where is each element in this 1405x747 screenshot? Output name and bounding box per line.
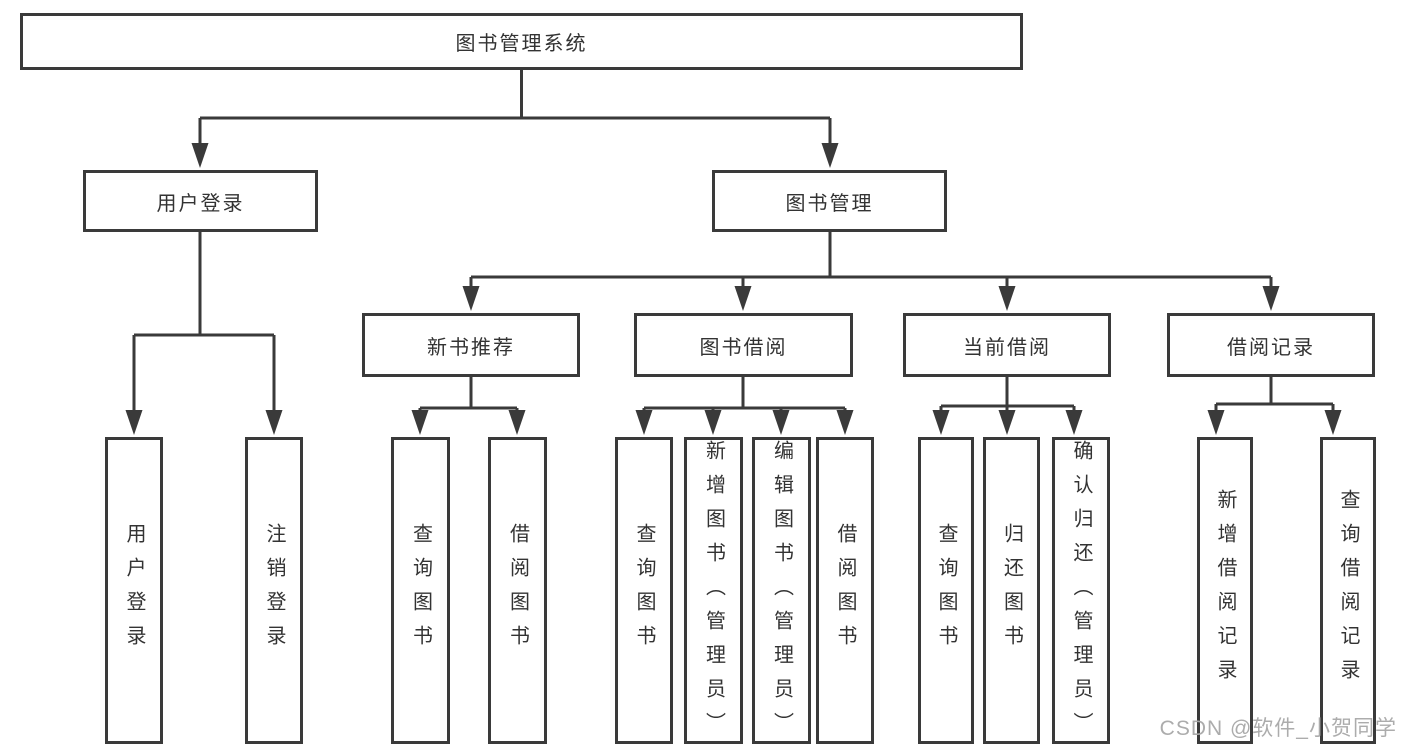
leaf-add-borrow-record: 新增借阅记录 xyxy=(1197,437,1253,744)
leaf-borrow-books-2: 借阅图书 xyxy=(816,437,874,744)
node-book-borrow-label: 图书借阅 xyxy=(699,336,788,359)
node-current-borrow: 当前借阅 xyxy=(903,313,1111,377)
leaf-query-borrow-record: 查询借阅记录 xyxy=(1320,437,1376,744)
leaf-borrow-books-recommend: 借阅图书 xyxy=(488,437,547,744)
node-new-book-recommend: 新书推荐 xyxy=(362,313,580,377)
node-borrow-records-label: 借阅记录 xyxy=(1227,336,1315,359)
leaf-add-book-admin-label: 新增图书（管理员） xyxy=(702,440,725,746)
node-user-login: 用户登录 xyxy=(83,170,318,232)
leaf-query-borrow-record-label: 查询借阅记录 xyxy=(1337,488,1359,693)
leaf-borrow-books-2-label: 借阅图书 xyxy=(834,522,856,659)
leaf-return-book-label: 归还图书 xyxy=(1000,522,1023,659)
leaf-query-books-current-label: 查询图书 xyxy=(935,522,957,659)
leaf-query-books-borrow: 查询图书 xyxy=(615,437,673,744)
leaf-add-borrow-record-label: 新增借阅记录 xyxy=(1214,488,1236,693)
node-book-management: 图书管理 xyxy=(712,170,947,232)
leaf-query-books-current: 查询图书 xyxy=(918,437,974,744)
leaf-edit-book-admin: 编辑图书（管理员） xyxy=(752,437,811,746)
leaf-borrow-books-recommend-label: 借阅图书 xyxy=(506,522,529,659)
leaf-query-books-borrow-label: 查询图书 xyxy=(633,522,655,659)
leaf-add-book-admin: 新增图书（管理员） xyxy=(684,437,743,746)
leaf-edit-book-admin-label: 编辑图书（管理员） xyxy=(770,440,793,746)
node-borrow-records: 借阅记录 xyxy=(1167,313,1375,377)
leaf-query-books-recommend-label: 查询图书 xyxy=(409,522,432,659)
node-current-borrow-label: 当前借阅 xyxy=(963,336,1051,359)
leaf-user-login: 用户登录 xyxy=(105,437,163,744)
node-user-login-label: 用户登录 xyxy=(156,192,245,215)
node-book-management-label: 图书管理 xyxy=(785,192,874,215)
node-root: 图书管理系统 xyxy=(20,13,1023,70)
leaf-logout-label: 注销登录 xyxy=(263,522,285,659)
leaf-query-books-recommend: 查询图书 xyxy=(391,437,450,744)
leaf-logout: 注销登录 xyxy=(245,437,303,744)
leaf-return-book: 归还图书 xyxy=(983,437,1040,744)
arrowheads xyxy=(125,143,1342,435)
leaf-user-login-label: 用户登录 xyxy=(123,522,145,659)
node-root-label: 图书管理系统 xyxy=(455,33,588,55)
node-book-borrow: 图书借阅 xyxy=(634,313,853,377)
leaf-confirm-return-admin-label: 确认归还（管理员） xyxy=(1070,440,1092,746)
csdn-watermark: CSDN @软件_小贺同学 xyxy=(1159,717,1397,740)
node-new-book-recommend-label: 新书推荐 xyxy=(427,336,515,359)
leaf-confirm-return-admin: 确认归还（管理员） xyxy=(1052,437,1110,746)
